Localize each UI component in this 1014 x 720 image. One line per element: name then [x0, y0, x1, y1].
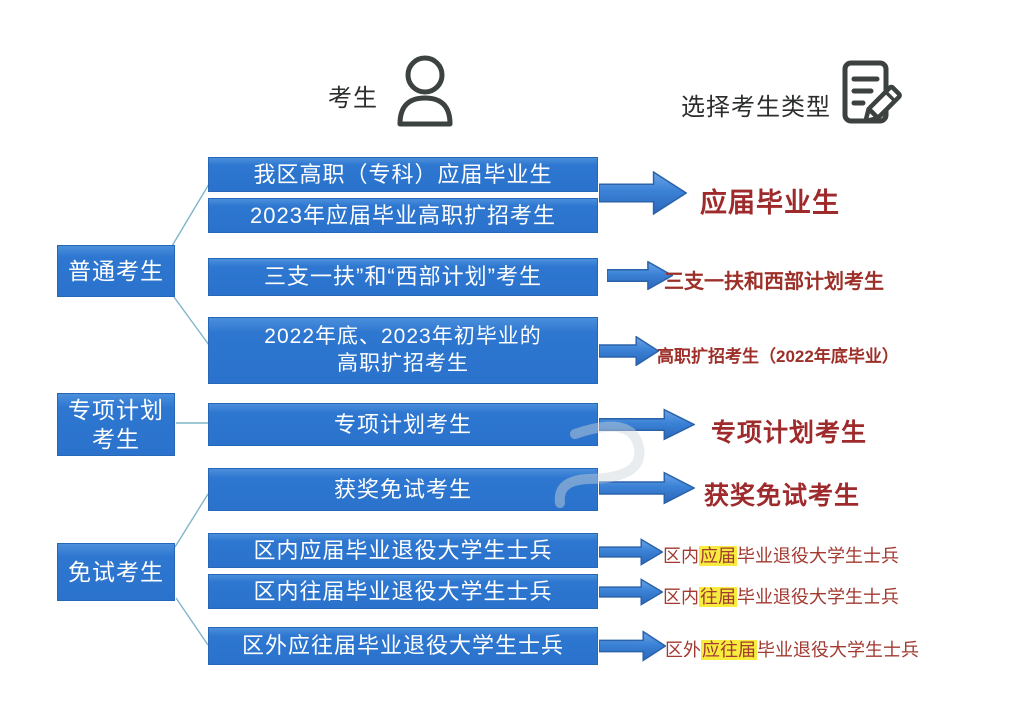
- result-prefix: 区外: [665, 640, 701, 660]
- flow-box-label: 获奖免试考生: [333, 476, 472, 502]
- flow-box-label: 三支一扶”和“西部计划”考生: [264, 264, 542, 290]
- category-label: 免试考生: [68, 558, 164, 585]
- flow-box-label: 专项计划考生: [333, 411, 472, 437]
- result-inside-former-veteran: 区内往届毕业退役大学生士兵: [663, 583, 899, 609]
- person-icon: [397, 55, 453, 127]
- document-edit-icon: [842, 60, 902, 124]
- result-suffix: 毕业退役大学生士兵: [737, 546, 899, 566]
- result-prefix: 区内: [663, 546, 699, 566]
- flow-box-label: 区外应往届毕业退役大学生士兵: [241, 633, 564, 659]
- result-highlight: 应届: [699, 546, 737, 566]
- flow-box-recent-graduate: 我区高职（专科）应届毕业生: [208, 157, 598, 192]
- flow-box-special-plan: 专项计划考生: [208, 403, 598, 446]
- result-highlight: 应往届: [701, 640, 757, 660]
- result-western-plan: 三支一扶和西部计划考生: [664, 271, 884, 293]
- choose-type-header-label: 选择考生类型: [681, 94, 831, 121]
- category-connectors: [171, 183, 210, 646]
- candidate-header-label: 考生: [328, 85, 378, 112]
- result-recent-graduate: 应届毕业生: [700, 188, 840, 218]
- flow-arrow-2: [607, 261, 673, 290]
- flow-box-inside-recent-veteran: 区内应届毕业退役大学生士兵: [208, 533, 598, 568]
- result-award-exempt: 获奖免试考生: [704, 482, 861, 510]
- result-prefix: 区内: [663, 587, 699, 607]
- result-outside-veteran: 区外应往届毕业退役大学生士兵: [665, 636, 919, 662]
- flow-arrow-5: [599, 471, 695, 505]
- flow-arrow-4: [599, 408, 695, 441]
- category-box-special-plan: 专项计划 考生: [57, 393, 175, 456]
- flow-box-2023-expansion: 2023年应届毕业高职扩招考生: [208, 198, 598, 233]
- flow-arrow-3: [599, 336, 659, 366]
- flow-arrow-6: [599, 538, 663, 566]
- result-suffix: 毕业退役大学生士兵: [737, 587, 899, 607]
- flow-box-2022-expansion: 2022年底、2023年初毕业的 高职扩招考生: [208, 317, 598, 384]
- category-label-line2: 考生: [92, 425, 140, 452]
- flow-box-label: 区内应届毕业退役大学生士兵: [253, 537, 553, 563]
- flow-box-western-plan: 三支一扶”和“西部计划”考生: [208, 258, 598, 296]
- flow-box-award-exempt: 获奖免试考生: [208, 468, 598, 511]
- flow-box-inside-former-veteran: 区内往届毕业退役大学生士兵: [208, 574, 598, 609]
- flow-box-label: 区内往届毕业退役大学生士兵: [253, 578, 553, 604]
- category-box-exempt: 免试考生: [57, 543, 175, 601]
- result-inside-recent-veteran: 区内应届毕业退役大学生士兵: [663, 542, 899, 568]
- result-highlight: 往届: [699, 587, 737, 607]
- flow-box-outside-veteran: 区外应往届毕业退役大学生士兵: [208, 627, 598, 665]
- category-label: 普通考生: [68, 257, 164, 284]
- category-box-general: 普通考生: [57, 245, 175, 297]
- result-suffix: 毕业退役大学生士兵: [757, 640, 919, 660]
- flow-box-label-line1: 2022年底、2023年初毕业的: [264, 325, 542, 349]
- flow-arrow-8: [599, 630, 666, 662]
- pencil-glyph: [863, 84, 902, 124]
- flow-arrow-7: [599, 578, 663, 606]
- flow-box-label-line2: 高职扩招考生: [337, 351, 469, 375]
- flow-arrow-1: [599, 171, 687, 215]
- result-special-plan: 专项计划考生: [711, 419, 868, 447]
- result-expansion-2022: 高职扩招考生（2022年底毕业）: [657, 347, 899, 366]
- flow-box-label: 2023年应届毕业高职扩招考生: [250, 202, 556, 228]
- category-label: 专项计划: [68, 396, 164, 423]
- flow-box-label: 我区高职（专科）应届毕业生: [253, 161, 553, 187]
